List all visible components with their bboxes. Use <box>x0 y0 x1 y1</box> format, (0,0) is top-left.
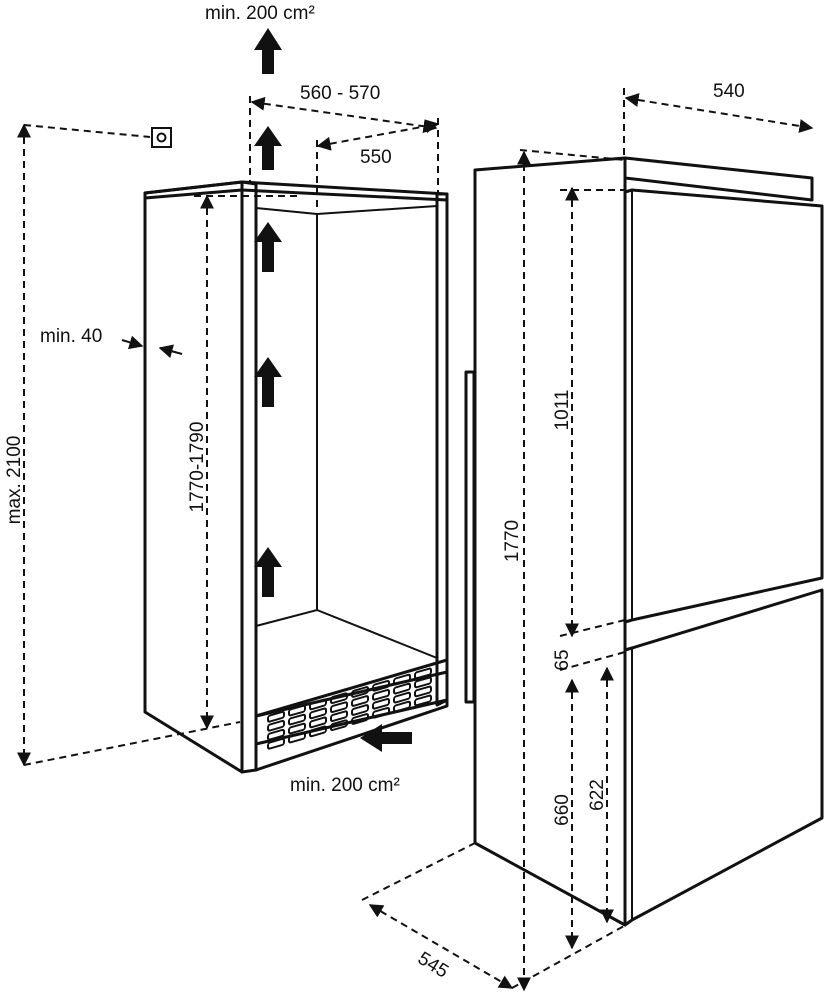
min-gap-arrow-left <box>121 335 144 350</box>
max-height-label: max. 2100 <box>4 436 25 525</box>
upper-door <box>623 188 824 624</box>
max-height-ext-bottom <box>23 721 241 766</box>
vent-slot <box>414 676 432 689</box>
vent-slot <box>393 700 411 713</box>
vent-slot <box>351 686 369 698</box>
niche-front-left <box>240 180 258 774</box>
niche-width-label: 560 - 570 <box>300 83 380 104</box>
vent-slot <box>267 737 285 750</box>
upper-door-label: 1011 <box>552 390 573 431</box>
vent-slot <box>330 719 348 732</box>
airflow-arrow-3 <box>254 222 282 272</box>
vent-slot <box>351 695 369 707</box>
niche-front-right <box>435 192 449 707</box>
vent-slot <box>288 722 306 735</box>
vent-slot <box>309 707 327 720</box>
vent-slot <box>414 685 432 698</box>
niche-height-label: 1770-1790 <box>187 422 208 513</box>
niche-inner-floor <box>255 608 438 659</box>
vent-slot <box>309 698 327 711</box>
vent-slot <box>414 667 432 680</box>
niche-depth-line <box>316 119 440 151</box>
vent-slot <box>393 673 411 686</box>
airflow-arrow-4 <box>254 357 282 407</box>
top-vent-label: min. 200 cm² <box>205 3 315 24</box>
power-outlet <box>151 127 172 148</box>
niche-top-panel <box>143 180 449 202</box>
vent-slot <box>372 706 390 719</box>
max-height-ext-top <box>23 124 151 138</box>
bottom-vent-label: min. 200 cm² <box>290 775 400 796</box>
power-outlet-icon <box>156 132 167 143</box>
appliance-depth-ext-right <box>511 925 625 989</box>
airflow-arrow-2 <box>254 126 282 170</box>
airflow-arrows <box>254 28 412 752</box>
vent-slot <box>393 682 411 695</box>
lower-door <box>623 588 824 927</box>
vent-slot <box>393 691 411 704</box>
niche-inner-top <box>255 205 438 216</box>
vent-slot <box>372 679 390 692</box>
appliance-dimensions <box>361 88 814 992</box>
appliance-height-ext-top <box>519 149 626 161</box>
niche-width-line <box>250 96 438 134</box>
niche-dimensions <box>17 96 440 767</box>
dimension-labels: min. 200 cm² 560 - 570 550 min. 40 max. … <box>4 3 745 983</box>
vent-slot <box>414 694 432 707</box>
airflow-arrow-top <box>254 28 282 74</box>
vent-slot <box>288 731 306 744</box>
appliance-depth-ext-left <box>361 842 476 901</box>
vent-slot <box>372 688 390 701</box>
min-gap-arrow-right <box>158 344 183 359</box>
appliance-height-label: 1770 <box>502 520 523 562</box>
niche-cabinet <box>143 127 449 774</box>
airflow-arrow-5 <box>254 547 282 597</box>
niche-plinth <box>254 658 449 772</box>
appliance-width-label: 540 <box>713 81 745 102</box>
vent-slot <box>330 710 348 723</box>
vent-slot <box>372 697 390 710</box>
lower-door-label: 622 <box>587 779 608 811</box>
appliance-width-line <box>624 93 814 133</box>
vent-slot <box>288 704 306 717</box>
door-gap-label: 65 <box>552 649 573 670</box>
upper-door-ext-bottom <box>559 619 626 637</box>
vent-slot <box>330 692 348 705</box>
airflow-arrow-intake <box>360 724 412 752</box>
side-fitting-strip <box>464 370 476 704</box>
appliance <box>464 156 824 927</box>
vent-slot <box>267 710 285 723</box>
vent-slot <box>309 716 327 729</box>
appliance-depth-label: 545 <box>414 948 452 983</box>
appliance-depth-line <box>368 904 514 989</box>
vent-slot <box>351 704 369 716</box>
vent-slot <box>330 701 348 714</box>
vent-slot <box>288 713 306 726</box>
vent-slot <box>267 728 285 741</box>
vent-grille <box>267 667 432 750</box>
appliance-top <box>623 156 814 202</box>
vent-slot <box>267 719 285 732</box>
lower-section-label: 660 <box>552 794 573 826</box>
vent-slot <box>309 725 327 738</box>
vent-slot <box>351 713 369 725</box>
min-gap-label: min. 40 <box>40 326 102 347</box>
niche-depth-label: 550 <box>360 147 392 168</box>
